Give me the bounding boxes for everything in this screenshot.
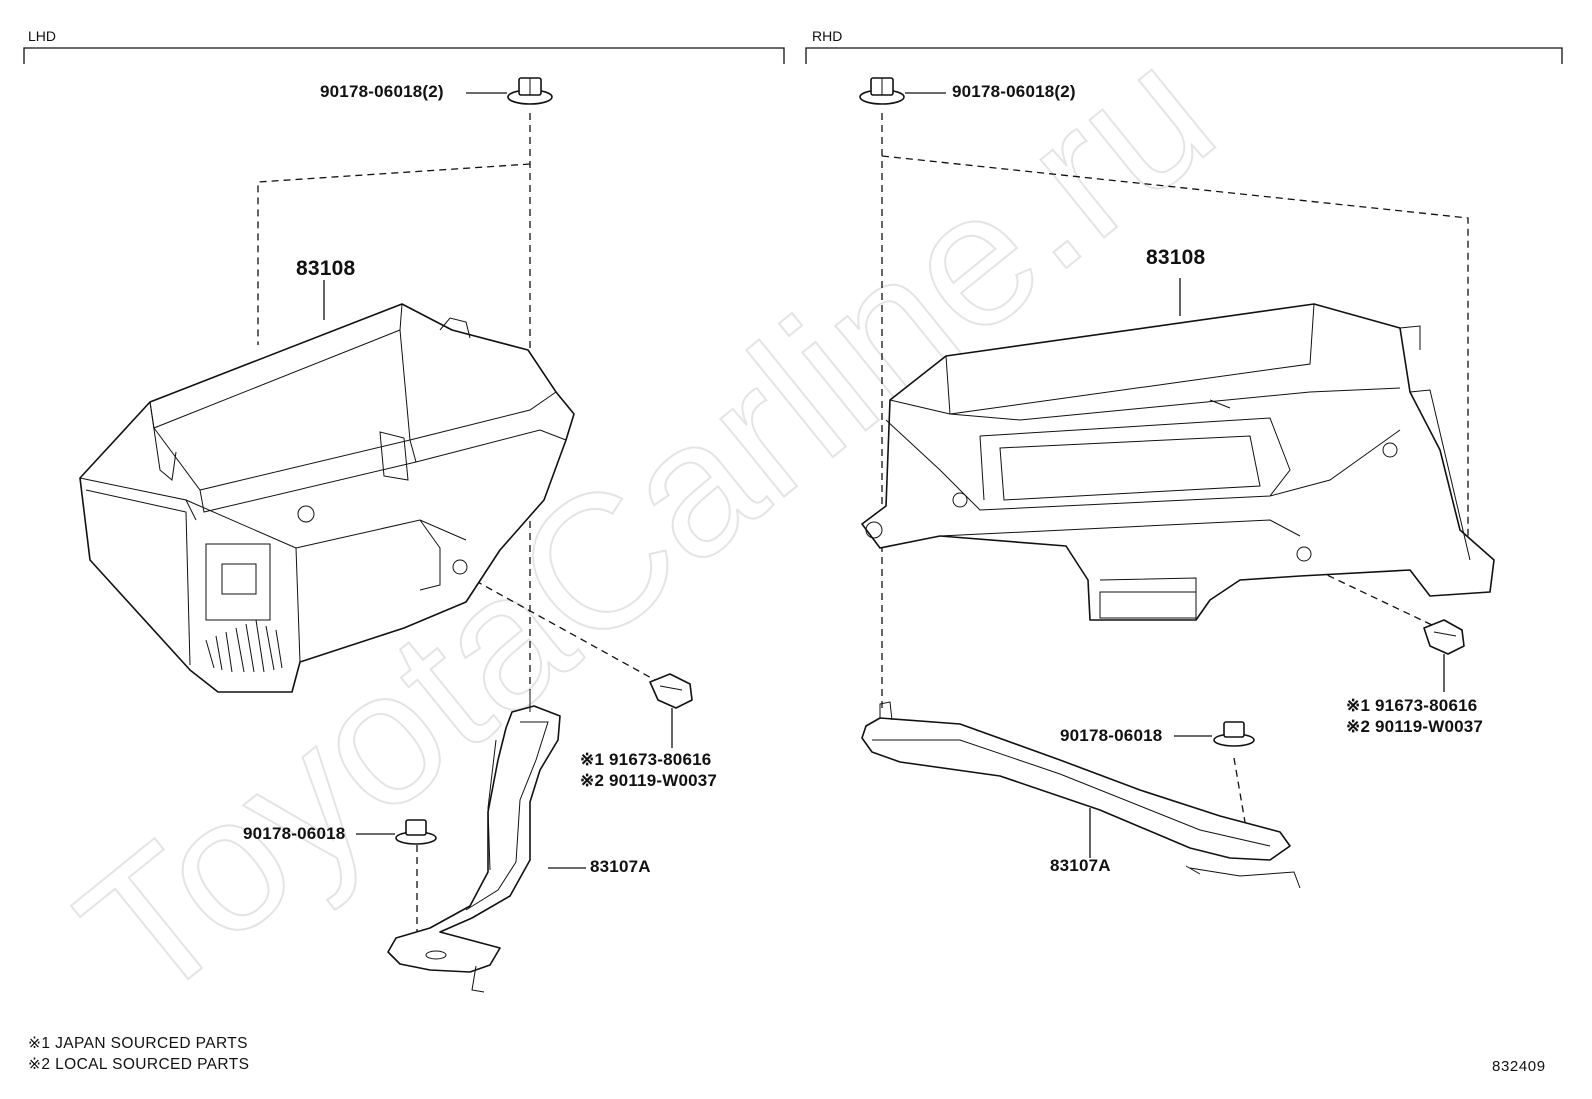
rhd-section-bracket	[805, 47, 1563, 64]
lhd-section-bracket	[23, 47, 785, 64]
rhd-callout-nut-top[interactable]: 90178-06018(2)	[952, 82, 1076, 101]
rhd-bracket-icon	[861, 701, 1301, 889]
lhd-bolt-icon	[649, 673, 693, 709]
rhd-callout-box[interactable]: 83108	[1146, 246, 1206, 269]
footnote-local-sourced: ※2 LOCAL SOURCED PARTS	[28, 1056, 250, 1073]
lhd-nut-bottom-icon	[395, 819, 437, 845]
lhd-callout-bolt-1[interactable]: ※1 91673-80616	[580, 750, 712, 769]
lhd-relay-box-icon	[79, 303, 575, 693]
lhd-callout-nut-top[interactable]: 90178-06018(2)	[320, 82, 444, 101]
footnote-japan-sourced: ※1 JAPAN SOURCED PARTS	[28, 1035, 248, 1052]
lhd-section-label: LHD	[28, 28, 57, 44]
lhd-callout-bolt-2[interactable]: ※2 90119-W0037	[580, 771, 718, 790]
rhd-callout-nut-bottom[interactable]: 90178-06018	[1060, 726, 1163, 745]
rhd-bolt-icon	[1423, 619, 1465, 655]
rhd-callout-bolt-2[interactable]: ※2 90119-W0037	[1346, 717, 1484, 736]
rhd-callout-bracket[interactable]: 83107A	[1050, 856, 1111, 875]
lhd-callout-bracket[interactable]: 83107A	[590, 857, 651, 876]
rhd-callout-bolt-1[interactable]: ※1 91673-80616	[1346, 696, 1478, 715]
rhd-section-label: RHD	[812, 28, 843, 44]
rhd-nut-top-icon	[859, 77, 905, 105]
rhd-nut-bottom-icon	[1213, 721, 1255, 747]
rhd-relay-box-icon	[861, 303, 1495, 621]
lhd-bracket-icon	[387, 690, 561, 993]
lhd-callout-box[interactable]: 83108	[296, 257, 356, 280]
figure-number: 832409	[1492, 1058, 1546, 1075]
lhd-callout-nut-bottom[interactable]: 90178-06018	[243, 824, 346, 843]
lhd-nut-top-icon	[507, 77, 553, 105]
lhd-box-hatching	[205, 619, 283, 673]
